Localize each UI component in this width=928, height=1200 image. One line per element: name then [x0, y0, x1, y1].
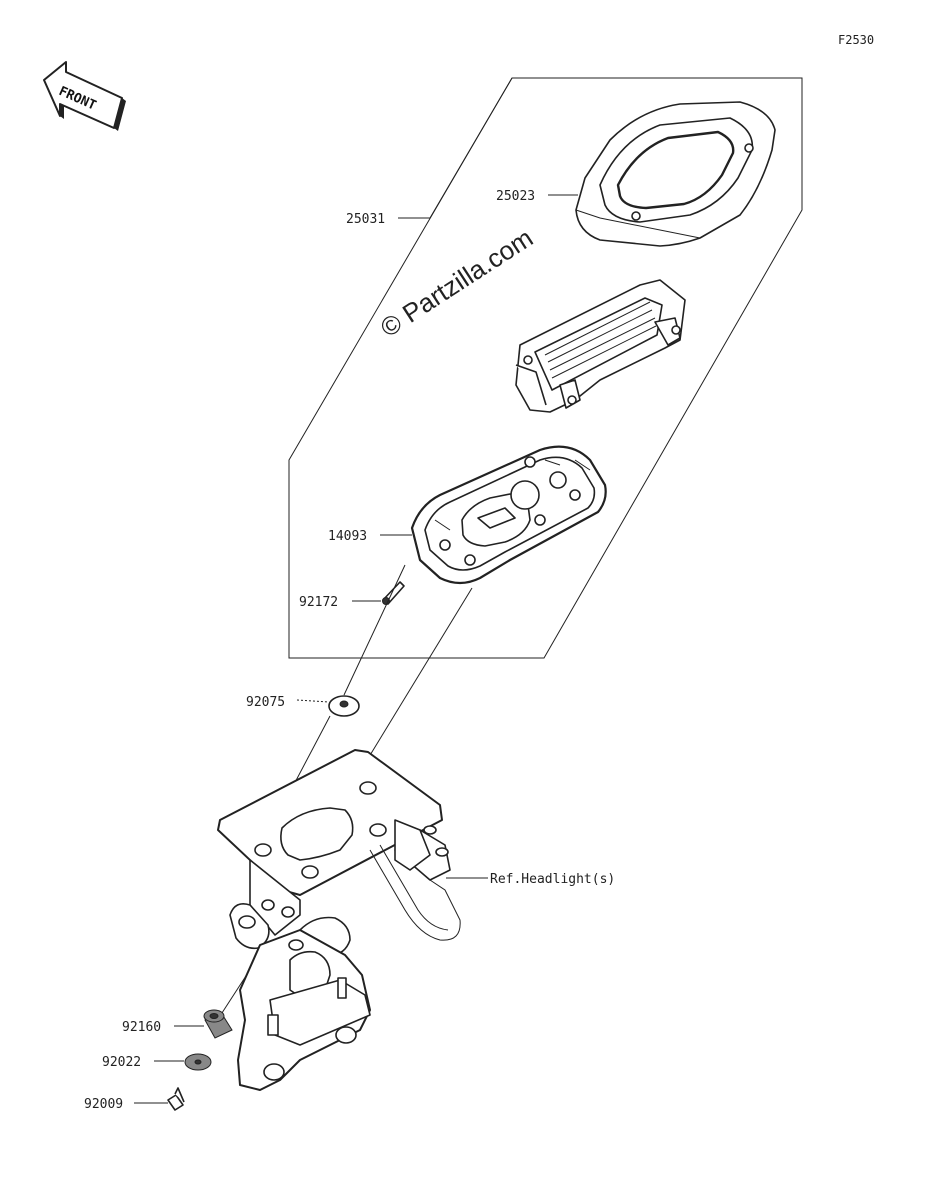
label-14093: 14093: [328, 529, 367, 544]
label-ref-headlight: Ref.Headlight(s): [490, 872, 615, 887]
screw-92172: [382, 581, 405, 605]
label-92022: 92022: [102, 1055, 141, 1070]
damper-92160: [203, 1009, 233, 1039]
front-arrow-icon: FRONT: [43, 61, 126, 131]
assembly-outline: [288, 77, 803, 659]
label-92075: 92075: [246, 695, 285, 710]
meter-case-14093: [410, 445, 607, 585]
label-92160: 92160: [122, 1020, 161, 1035]
label-92009: 92009: [84, 1097, 123, 1112]
leader-lines: [134, 77, 578, 1104]
watermark: © Partzilla.com: [375, 222, 538, 343]
grommet-92075: [328, 695, 360, 717]
diagram-code: F2530: [838, 33, 874, 47]
meter-stay-bracket: [217, 749, 461, 1091]
meter-cover-25023: [575, 101, 776, 247]
meter-unit: [515, 279, 686, 413]
bolt-92009: [167, 1087, 185, 1111]
label-25023: 25023: [496, 189, 535, 204]
washer-92022: [184, 1053, 212, 1071]
label-25031: 25031: [346, 212, 385, 227]
label-92172: 92172: [299, 595, 338, 610]
